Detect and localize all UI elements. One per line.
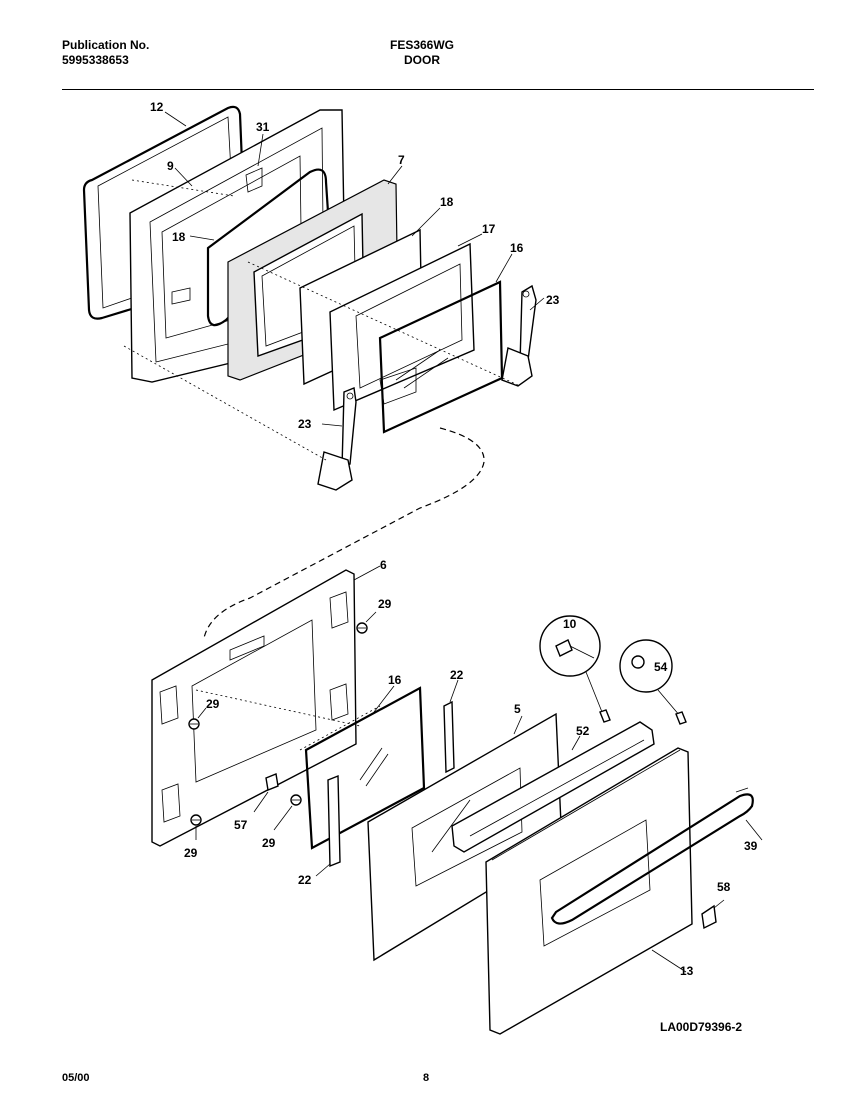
- publication-label: Publication No.: [62, 38, 150, 52]
- section-title: DOOR: [404, 53, 440, 67]
- part-22-retainer-lower: [327, 774, 341, 868]
- callout-13: 13: [680, 964, 694, 978]
- part-52-door-channel: [451, 721, 655, 853]
- part-58-label: [701, 904, 717, 930]
- callout-10: 10: [563, 617, 577, 631]
- callout-22-lower: 22: [298, 873, 312, 887]
- callout-31: 31: [256, 120, 270, 134]
- callout-5: 5: [514, 702, 521, 716]
- header-rule: [62, 89, 814, 90]
- callout-16-lower: 16: [388, 673, 402, 687]
- part-29-screw-d: [190, 814, 202, 826]
- publication-number: 5995338653: [62, 53, 129, 67]
- part-10-bolt-callout: [539, 615, 611, 723]
- part-54-screw-callout: [619, 639, 687, 725]
- callout-58: 58: [717, 880, 731, 894]
- callout-29-b: 29: [206, 697, 220, 711]
- callout-29-a: 29: [378, 597, 392, 611]
- part-57-clip: [265, 773, 279, 791]
- callout-39: 39: [744, 839, 758, 853]
- model-number: FES366WG: [390, 38, 455, 52]
- part-16-window-glass: [304, 686, 426, 850]
- callout-29-d: 29: [184, 846, 198, 860]
- callout-22-upper: 22: [450, 668, 464, 682]
- callout-54: 54: [654, 660, 668, 674]
- callout-18-seal: 18: [172, 230, 186, 244]
- callout-18-glass: 18: [440, 195, 454, 209]
- part-29-screw-a: [356, 622, 368, 634]
- callout-7: 7: [398, 153, 405, 167]
- part-29-screw-b: [188, 718, 200, 730]
- part-29-screw-c: [290, 794, 302, 806]
- callout-23-right: 23: [546, 293, 560, 307]
- callout-23-left: 23: [298, 417, 312, 431]
- callout-57: 57: [234, 818, 248, 832]
- page-number: 8: [423, 1072, 430, 1084]
- callout-12: 12: [150, 100, 164, 114]
- callout-17: 17: [482, 222, 496, 236]
- part-23-hinge-right: [501, 284, 537, 387]
- part-23-hinge-left: [317, 387, 357, 491]
- callout-52: 52: [576, 724, 590, 738]
- footer-date: 05/00: [62, 1072, 90, 1084]
- callout-29-c: 29: [262, 836, 276, 850]
- callout-16-upper: 16: [510, 241, 524, 255]
- part-39-door-handle: [550, 787, 754, 925]
- callout-9: 9: [167, 159, 174, 173]
- drawing-id: LA00D79396-2: [660, 1020, 743, 1034]
- part-22-retainer-upper: [443, 700, 455, 774]
- part-6-outer-door-panel: [151, 569, 357, 847]
- callout-6: 6: [380, 558, 387, 572]
